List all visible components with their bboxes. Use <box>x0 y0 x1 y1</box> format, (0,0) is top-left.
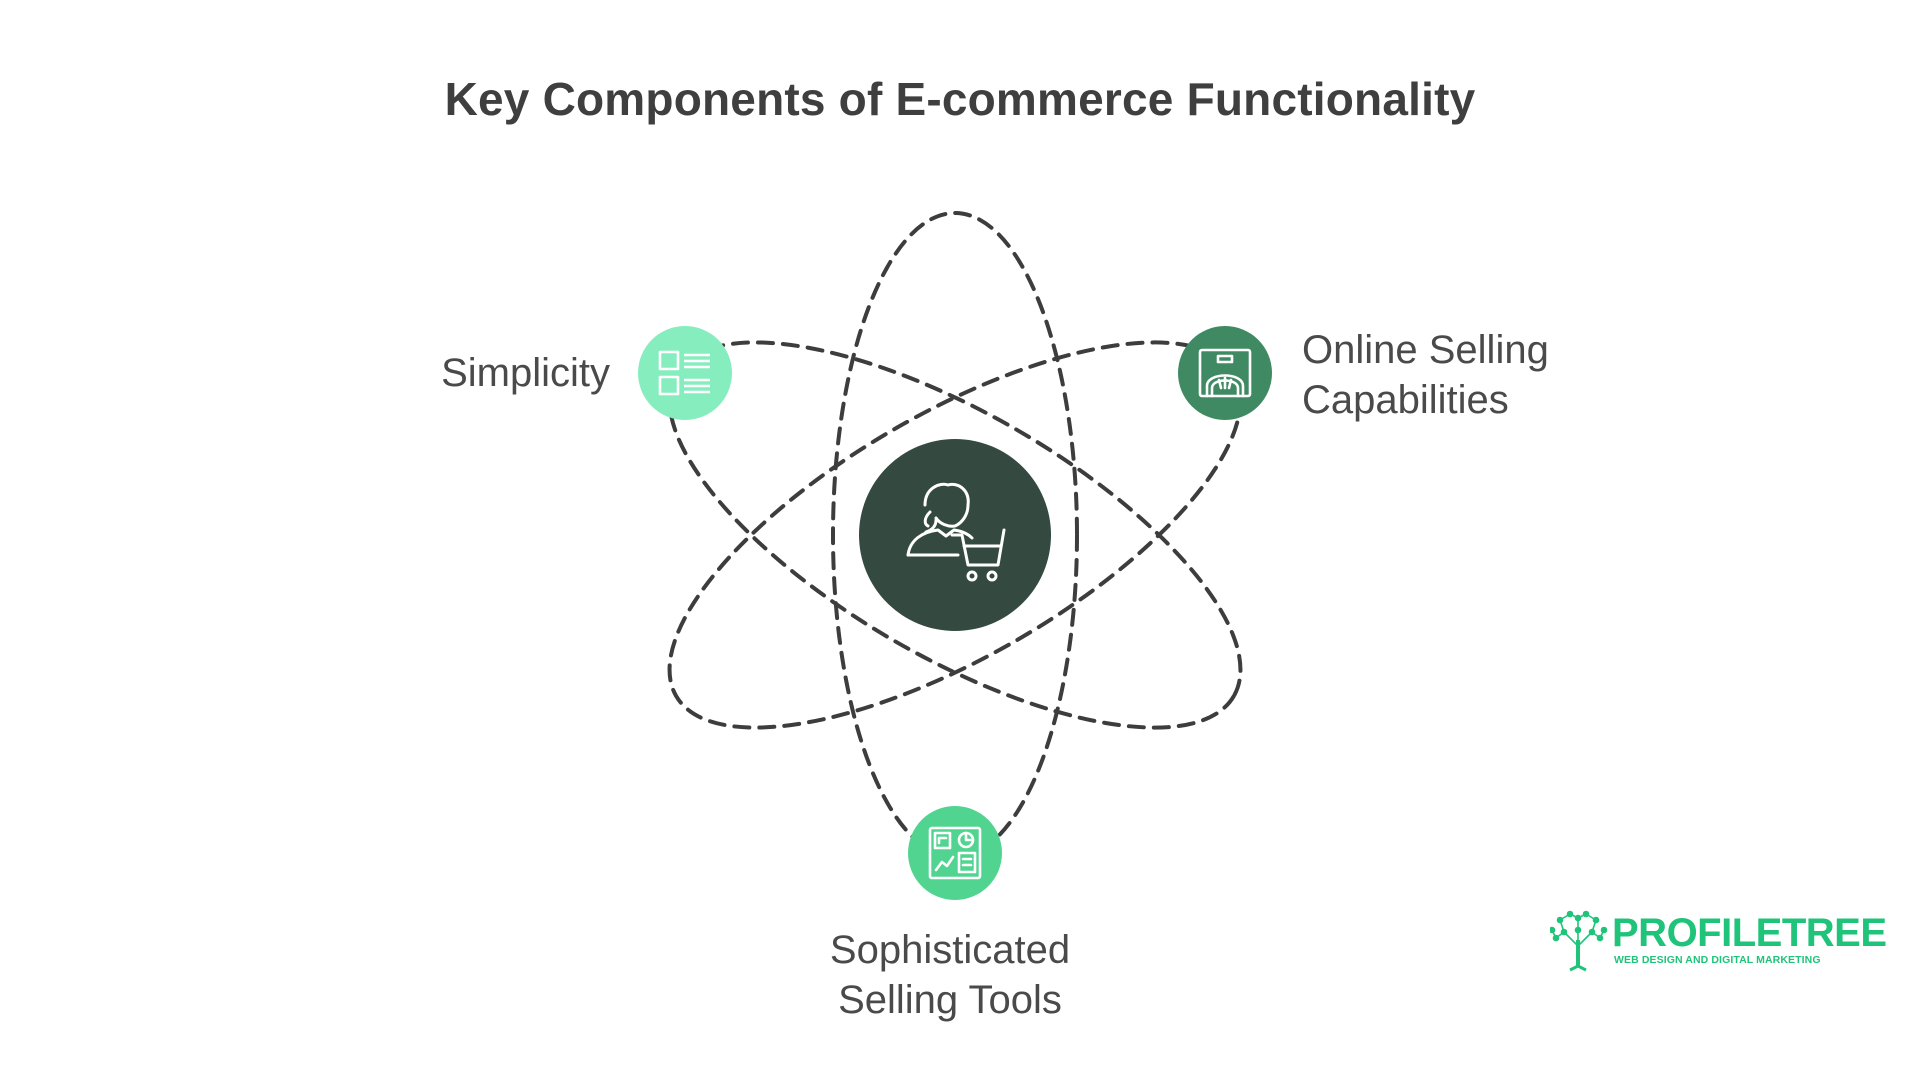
selling-tools-label: Sophisticated Selling Tools <box>760 925 1140 1025</box>
diagram-title: Key Components of E-commerce Functionali… <box>444 73 1476 125</box>
simplicity-label: Simplicity <box>441 351 610 395</box>
dashboard-icon <box>928 826 982 880</box>
logo-brand: PROFILETREE <box>1612 911 1887 955</box>
selling-tools-label-line-1: Sophisticated <box>829 928 1071 972</box>
customer-with-shopping-cart-icon <box>906 482 1006 582</box>
selling-tools-label-line-2: Selling Tools <box>838 978 1062 1022</box>
selling-tools-node <box>908 806 1002 900</box>
logo-tagline: WEB DESIGN AND DIGITAL MARKETING <box>1614 954 1821 966</box>
online-selling-node <box>1178 326 1272 420</box>
online-selling-label-line-2: Capabilities <box>1302 378 1509 422</box>
storefront-icon <box>1198 348 1252 398</box>
online-selling-label: Online Selling Capabilities <box>1302 325 1662 425</box>
tree-icon <box>1550 910 1608 972</box>
online-selling-label-line-1: Online Selling <box>1302 328 1549 372</box>
profiletree-logo: PROFILETREE WEB DESIGN AND DIGITAL MARKE… <box>1550 910 1887 972</box>
center-node <box>859 439 1051 631</box>
layout-list-icon <box>658 350 710 396</box>
simplicity-node <box>638 326 732 420</box>
